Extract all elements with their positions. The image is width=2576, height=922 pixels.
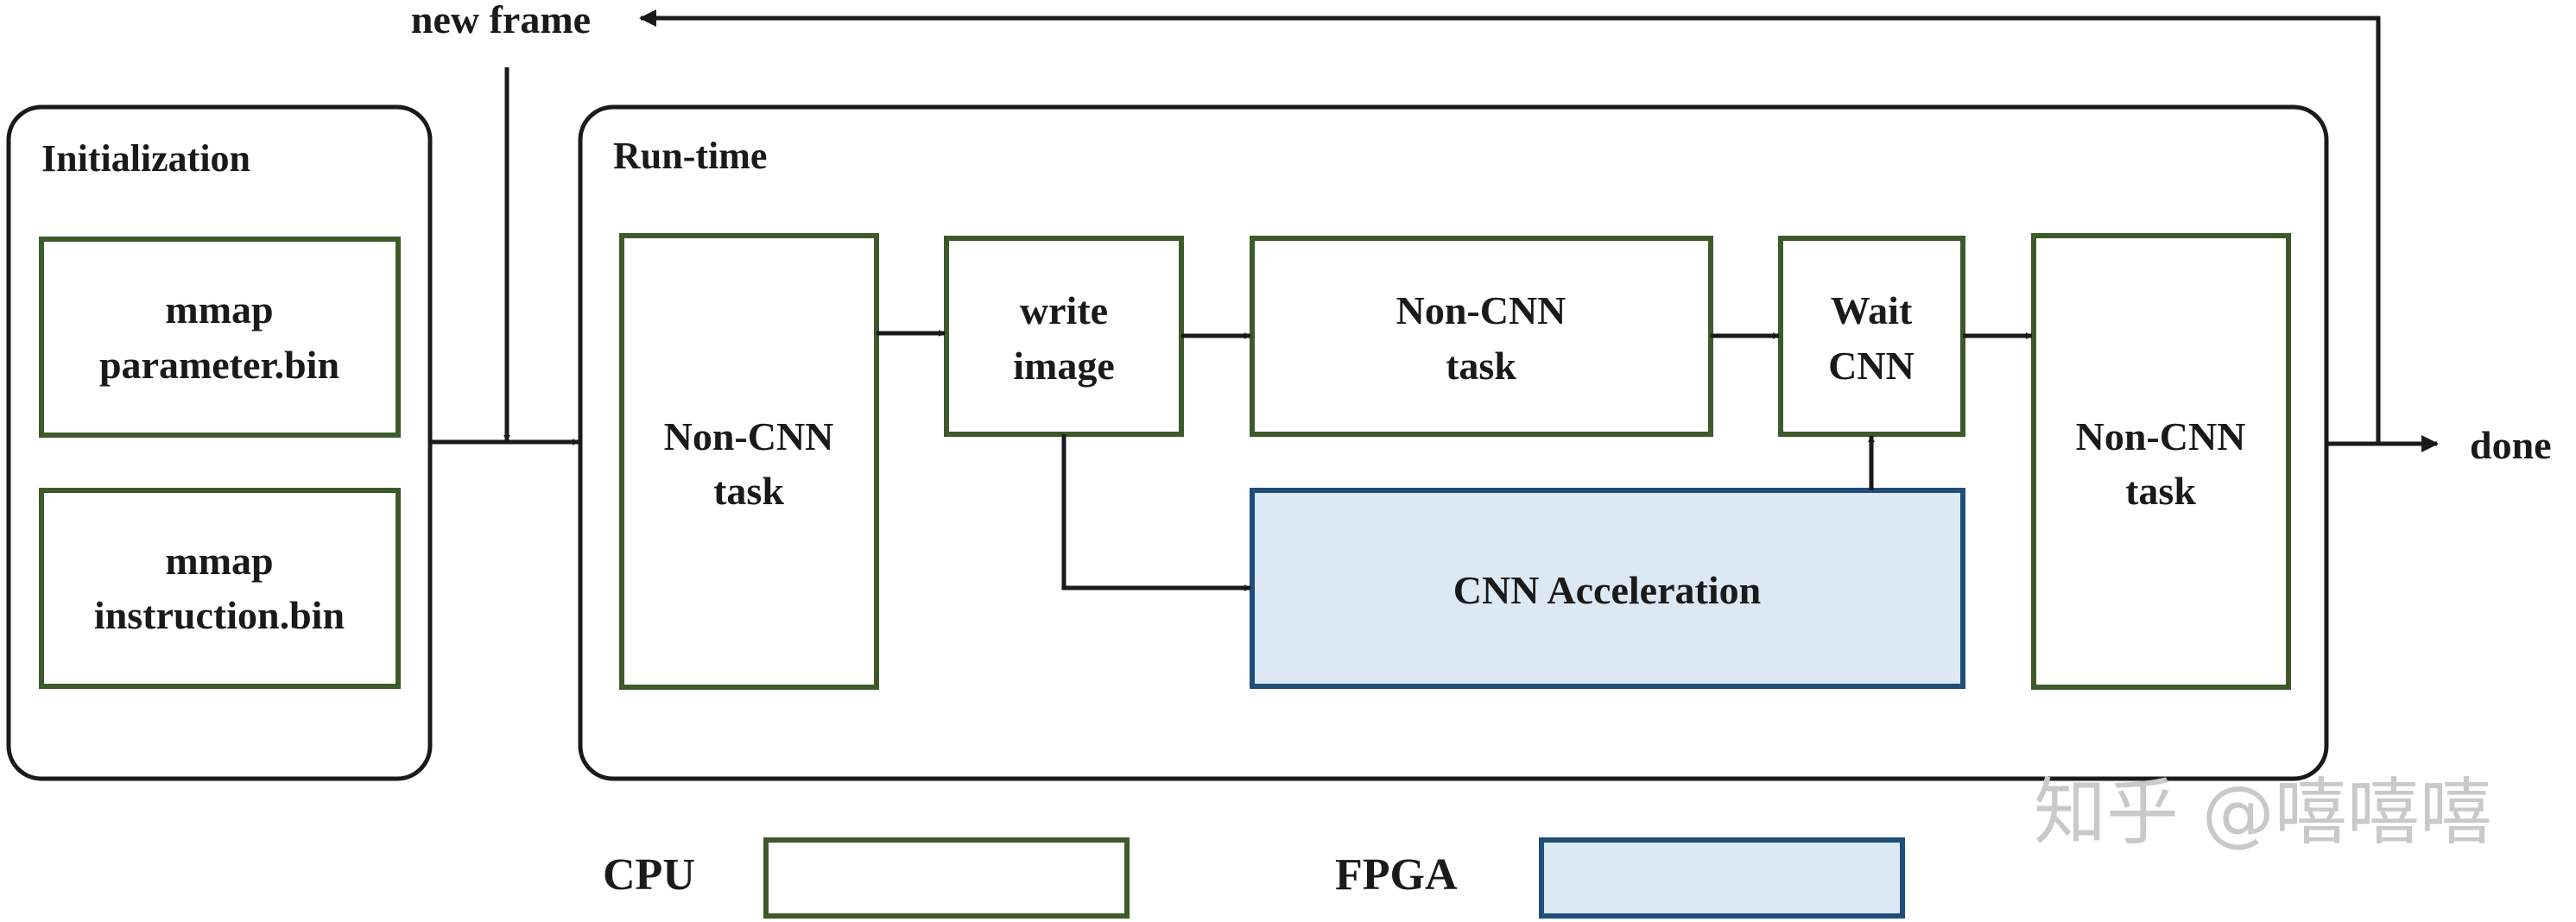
legend-fpga-swatch [1539,837,1905,919]
mmap-parameter-line1: mmap [165,287,273,332]
legend-cpu-label: CPU [603,850,695,900]
non-cnn-task-2-line1: Non-CNN [1396,288,1566,332]
new-frame-label: new frame [411,0,591,41]
mmap-instruction-line1: mmap [165,539,273,583]
legend-fpga-label: FPGA [1335,850,1458,900]
legend-cpu-swatch [763,837,1130,919]
mmap-parameter-line2: parameter.bin [99,343,339,387]
runtime-title: Run-time [613,135,767,177]
loop-back-arrow [639,9,2381,444]
non-cnn-task-1-box [619,233,879,690]
mmap-parameter-box [39,237,401,438]
wait-cnn-line2: CNN [1828,344,1915,388]
watermark: 知乎 @嘻嘻嘻 [2034,770,2492,855]
wait-cnn-line1: Wait [1831,288,1913,332]
cnn-acceleration-box [1250,488,1965,689]
non-cnn-task-1-line2: task [713,469,784,513]
cnn-acceleration-label: CNN Acceleration [1453,568,1761,612]
wait-cnn-box [1778,236,1965,437]
non-cnn-task-3-line1: Non-CNN [2076,414,2246,458]
mmap-instruction-line2: instruction.bin [94,593,345,637]
write-to-cnn-arrow [1061,434,1251,591]
write-image-line1: write [1020,288,1108,332]
non-cnn-task-3-line2: task [2125,469,2196,513]
write-image-box [944,236,1184,437]
non-cnn-task-2-box [1250,236,1713,437]
mmap-instruction-box [39,488,401,689]
non-cnn-task-3-box [2031,233,2291,690]
write-image-line2: image [1013,344,1115,388]
non-cnn-task-1-line1: Non-CNN [664,414,834,458]
initialization-title: Initialization [41,137,250,180]
connectors [430,9,2439,591]
done-label: done [2470,423,2552,467]
non-cnn-task-2-line2: task [1446,344,1516,388]
